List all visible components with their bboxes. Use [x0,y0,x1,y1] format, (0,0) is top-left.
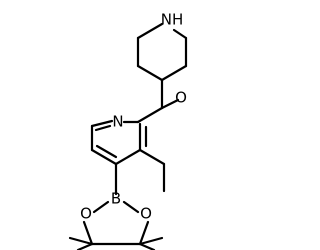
bond [76,242,94,250]
nh-label: NH [161,11,184,29]
bond [68,236,94,246]
bond [138,148,166,166]
bond [92,200,110,214]
bond [136,64,164,82]
right-boronate-oxygen-label: O [140,205,152,223]
piperidine-ring [136,22,188,82]
molecule-diagram: NH O N B O O [68,10,188,250]
bond [138,242,156,250]
atom-labels: NH O N B O O [80,11,187,223]
bond [136,106,164,124]
bond [160,98,180,110]
bond [94,124,112,132]
bond [95,144,118,159]
left-boronate-oxygen-label: O [80,205,92,223]
bond [138,236,164,246]
bond [136,22,164,40]
ether-oxygen-label: O [175,89,187,107]
bond [114,148,142,166]
bond [82,220,94,246]
pyridine-nitrogen-label: N [112,113,123,131]
bond [90,119,114,128]
bond [122,200,140,214]
methylene-linker [160,78,180,110]
boron-label: B [111,190,121,208]
pinacol-boronate [68,162,164,250]
methyl-group [138,148,166,193]
bond [172,28,188,40]
bond [160,64,188,82]
pyridine-ring [90,106,164,166]
bond [138,220,150,246]
bond [90,148,118,166]
molecule-structure: NH O N B O O [68,11,188,250]
